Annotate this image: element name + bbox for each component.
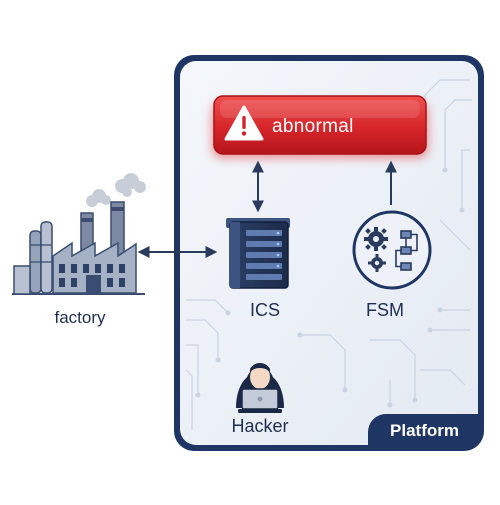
- factory-label: factory: [54, 308, 106, 327]
- platform-label: Platform: [368, 414, 481, 448]
- server-icon: [226, 218, 290, 289]
- ics-label: ICS: [249, 300, 280, 320]
- alert-label: abnormal: [272, 116, 354, 137]
- factory-icon: [12, 173, 146, 295]
- gears-flowchart-icon: [352, 210, 432, 290]
- warning-icon: [224, 105, 264, 141]
- circuit-traces: [185, 79, 472, 430]
- hacker-label: Hacker: [231, 416, 289, 436]
- edges: [137, 160, 397, 258]
- fsm-label: FSM: [366, 300, 404, 320]
- hooded-hacker-laptop-icon: [236, 363, 284, 413]
- abnormal-alert: [212, 95, 428, 158]
